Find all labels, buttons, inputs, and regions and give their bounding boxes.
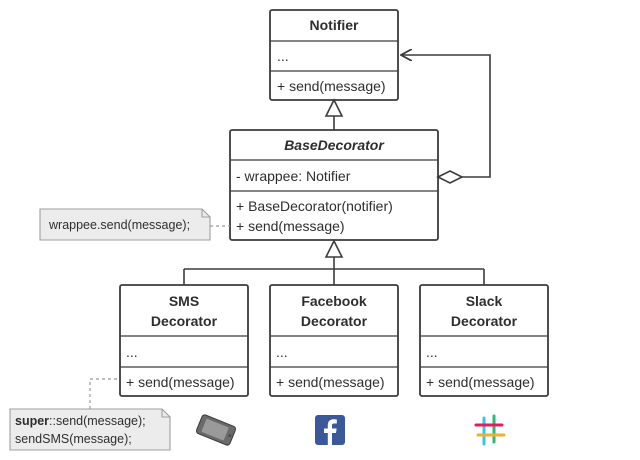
sms-decorator-fields: ...	[126, 344, 138, 360]
inheritance-base-to-notifier	[324, 98, 344, 130]
notifier-class: Notifier ... + send(message)	[269, 9, 399, 101]
phone-icon	[195, 414, 237, 446]
slack-decorator-method: + send(message)	[426, 374, 535, 390]
facebook-decorator-class: Facebook Decorator ... + send(message)	[269, 284, 399, 397]
aggregation-wrappee	[401, 55, 491, 184]
notifier-title: Notifier	[310, 17, 360, 33]
slack-icon	[474, 414, 506, 446]
sms-decorator-class: SMS Decorator ... + send(message)	[119, 284, 249, 397]
base-decorator-method-constructor: + BaseDecorator(notifier)	[236, 198, 393, 214]
sms-decorator-title-line1: SMS	[169, 293, 199, 309]
sms-note-line1: super::send(message);	[15, 414, 146, 428]
facebook-decorator-fields: ...	[276, 344, 288, 360]
notifier-fields: ...	[277, 48, 289, 64]
facebook-decorator-method: + send(message)	[276, 374, 385, 390]
sms-note-line2: sendSMS(message);	[15, 432, 132, 446]
sms-note: super::send(message); sendSMS(message);	[9, 378, 171, 451]
sms-note-line1-rest: ::send(message);	[49, 414, 146, 428]
base-decorator-class: BaseDecorator - wrappee: Notifier + Base…	[229, 129, 439, 241]
notifier-method: + send(message)	[277, 78, 386, 94]
base-decorator-title: BaseDecorator	[284, 137, 385, 153]
base-decorator-field: - wrappee: Notifier	[236, 168, 351, 184]
facebook-decorator-title-line1: Facebook	[301, 293, 367, 309]
facebook-icon	[315, 415, 345, 445]
sms-decorator-method: + send(message)	[126, 374, 235, 390]
base-note-text: wrappee.send(message);	[48, 218, 190, 232]
inheritance-decorators-to-base	[183, 239, 485, 285]
slack-decorator-title-line2: Decorator	[451, 313, 518, 329]
sms-note-super-keyword: super	[15, 414, 49, 428]
sms-decorator-title-line2: Decorator	[151, 313, 218, 329]
slack-decorator-class: Slack Decorator ... + send(message)	[419, 284, 549, 397]
facebook-decorator-title-line2: Decorator	[301, 313, 368, 329]
slack-decorator-fields: ...	[426, 344, 438, 360]
base-note: wrappee.send(message);	[39, 208, 230, 241]
base-decorator-method-send: + send(message)	[236, 218, 345, 234]
slack-decorator-title-line1: Slack	[466, 293, 503, 309]
